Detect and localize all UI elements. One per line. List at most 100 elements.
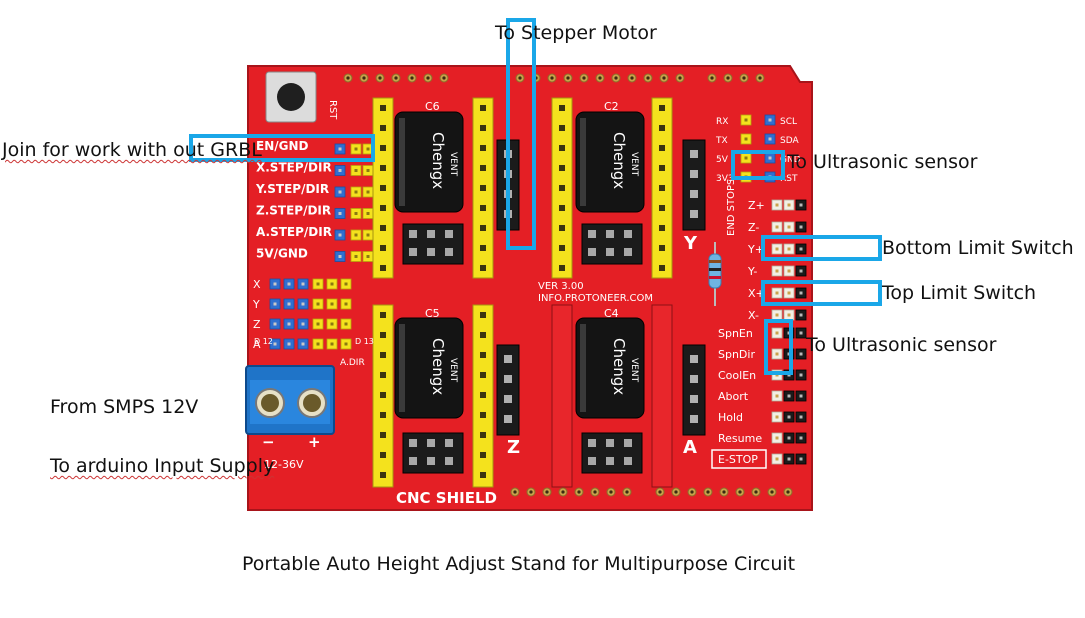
motor-pin xyxy=(504,375,512,383)
header-pin xyxy=(269,298,281,310)
adir-label: A.DIR xyxy=(340,358,365,368)
jumper-pin xyxy=(624,457,632,465)
capacitor-vent: VENT xyxy=(629,152,639,177)
board-name-label: CNC SHIELD xyxy=(396,489,497,507)
header-pin xyxy=(297,338,309,350)
header-hole xyxy=(526,487,536,497)
header-pin xyxy=(312,298,324,310)
header-hole xyxy=(515,73,525,83)
capacitor-brand: Chengx xyxy=(610,338,628,395)
socket-hole xyxy=(480,185,486,191)
driver-socket: C6 xyxy=(372,97,494,279)
header-pin xyxy=(326,338,338,350)
driver-socket: C5 xyxy=(372,304,494,488)
header-pin xyxy=(771,390,783,402)
header-pin xyxy=(350,143,362,155)
url-label: INFO.PROTONEER.COM xyxy=(538,293,653,304)
header-hole xyxy=(719,487,729,497)
highlight-join xyxy=(189,134,375,162)
jumper-pin xyxy=(588,439,596,447)
header-pin xyxy=(783,309,795,321)
header-pin xyxy=(334,251,346,262)
socket-hole xyxy=(480,125,486,131)
driver-slot-label: C5 xyxy=(425,307,440,320)
header-pin xyxy=(795,369,807,381)
capacitor-body xyxy=(575,317,645,419)
motor-header xyxy=(682,139,706,231)
header-hole xyxy=(755,73,765,83)
header-hole xyxy=(671,487,681,497)
socket-hole xyxy=(480,145,486,151)
header-pin xyxy=(740,114,752,126)
header-pin xyxy=(326,298,338,310)
header-pin xyxy=(312,278,324,290)
reset-button: RST xyxy=(265,71,338,123)
label-bottom-limit-switch: Bottom Limit Switch xyxy=(882,237,1074,259)
jumper-pin xyxy=(427,439,435,447)
socket-hole xyxy=(380,185,386,191)
header-pin xyxy=(771,265,783,277)
header-pin xyxy=(795,327,807,339)
socket-hole xyxy=(480,312,486,318)
header-hole xyxy=(767,487,777,497)
socket-hole xyxy=(480,265,486,271)
jumper-axis-label: Y xyxy=(252,298,260,311)
i2c-left-label: 5V xyxy=(716,155,729,165)
header-hole xyxy=(439,73,449,83)
socket-hole xyxy=(659,165,665,171)
header-pin xyxy=(350,251,362,262)
header-pin xyxy=(350,186,362,198)
end-stop-label: Y- xyxy=(747,265,757,278)
header-pin xyxy=(771,411,783,423)
header-pin xyxy=(795,243,807,255)
motor-pin xyxy=(690,210,698,218)
socket-hole xyxy=(559,245,565,251)
motor-pin xyxy=(690,375,698,383)
header-hole xyxy=(542,487,552,497)
socket-hole xyxy=(559,205,565,211)
socket-hole xyxy=(380,145,386,151)
header-hole xyxy=(611,73,621,83)
jumper-pin xyxy=(427,230,435,238)
label-top-limit-switch: Top Limit Switch xyxy=(882,282,1037,304)
header-hole xyxy=(739,73,749,83)
header-pin xyxy=(795,432,807,444)
socket-hole xyxy=(659,245,665,251)
jumper-axis-label: A xyxy=(253,338,261,351)
header-pin xyxy=(771,287,783,299)
jumper-pin xyxy=(588,248,596,256)
socket-hole xyxy=(659,185,665,191)
pin-row-label: 5V/GND xyxy=(256,247,308,261)
header-pin xyxy=(340,298,352,310)
socket-hole xyxy=(659,105,665,111)
d13-label: D 13 xyxy=(355,337,374,346)
capacitor-vent: VENT xyxy=(448,152,458,177)
axis-label-y: Y xyxy=(683,233,698,254)
capacitor-vent: VENT xyxy=(629,358,639,383)
header-pin xyxy=(771,199,783,211)
header-hole xyxy=(675,73,685,83)
socket-hole xyxy=(380,392,386,398)
header-pin xyxy=(340,338,352,350)
socket-hole xyxy=(380,265,386,271)
end-stop-label: Z- xyxy=(748,221,759,234)
highlight-bottom-limit xyxy=(761,235,882,261)
label-stepper-motor: To Stepper Motor xyxy=(495,22,657,44)
header-hole xyxy=(703,487,713,497)
i2c-left-label: RX xyxy=(716,117,728,127)
socket-hole xyxy=(659,225,665,231)
socket-hole xyxy=(559,125,565,131)
highlight-ultrasonic-top xyxy=(731,150,785,180)
header-pin xyxy=(740,152,752,164)
capacitor-brand: Chengx xyxy=(429,338,447,395)
jumper-pin xyxy=(427,248,435,256)
header-hole xyxy=(590,487,600,497)
socket-hole xyxy=(480,165,486,171)
socket-rail-red xyxy=(551,304,573,488)
header-pin xyxy=(283,338,295,350)
header-pin xyxy=(297,278,309,290)
